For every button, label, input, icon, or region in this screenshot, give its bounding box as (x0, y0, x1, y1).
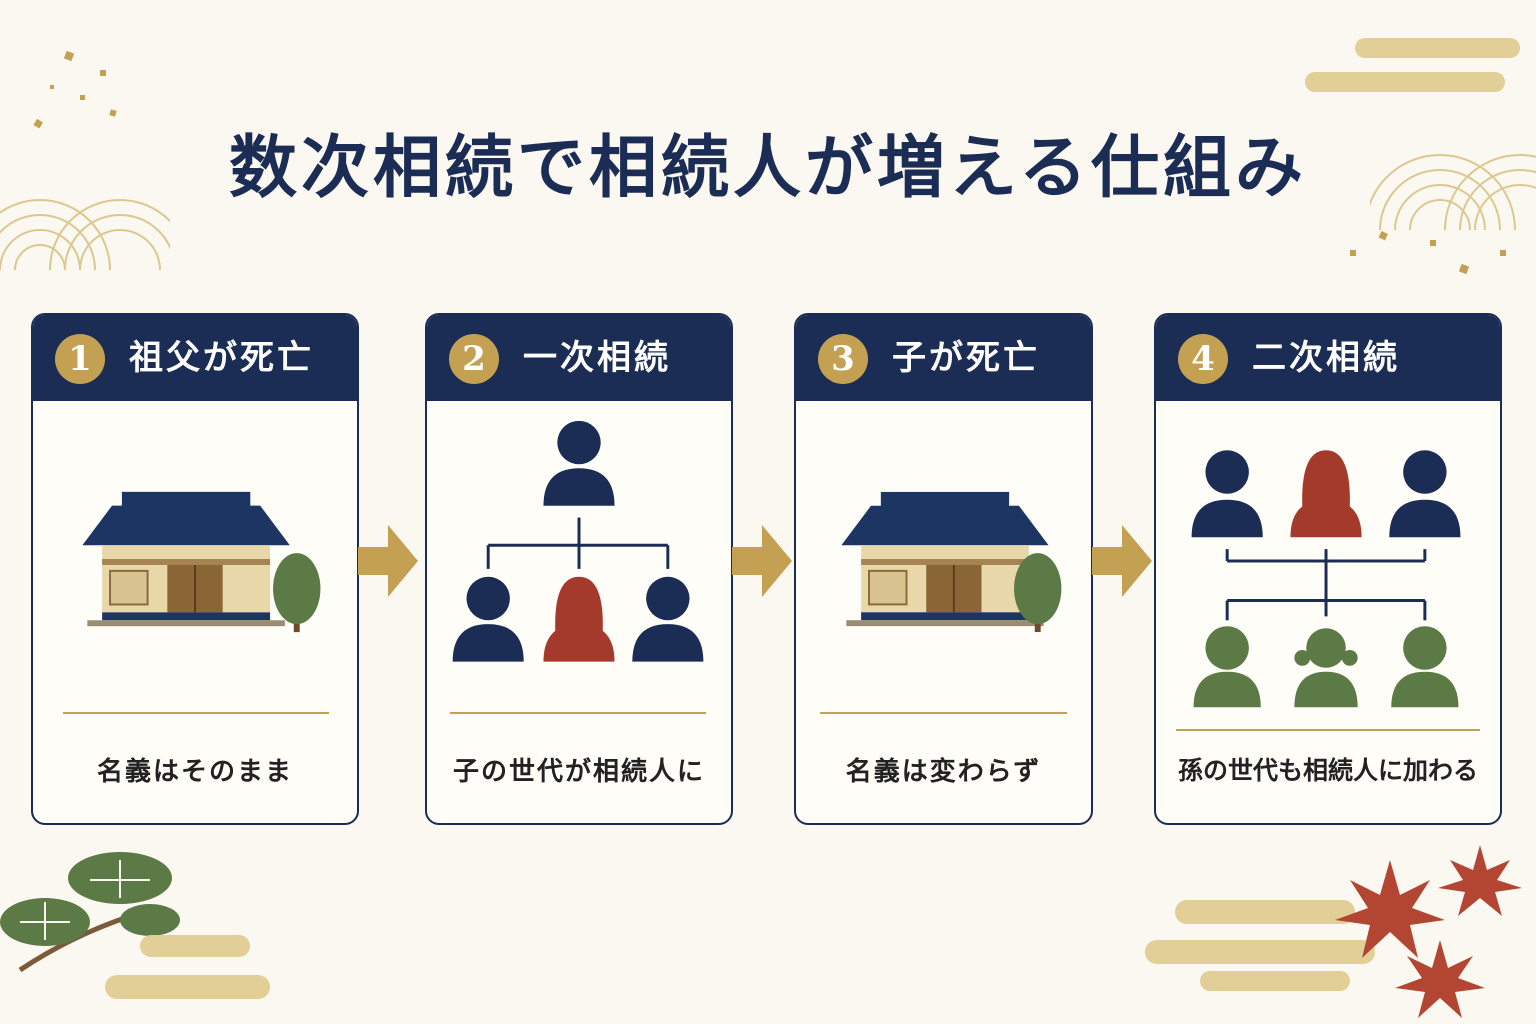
pine-tree-icon (0, 852, 180, 973)
step-caption: 孫の世代も相続人に加わる (1177, 756, 1478, 785)
arrow-right-icon (358, 525, 418, 597)
arrow-right-icon (732, 525, 792, 597)
step-number-badge: 3 (818, 334, 868, 384)
step-header: 3 子が死亡 (796, 315, 1091, 401)
page-title: 数次相続で相続人が増える仕組み (229, 128, 1307, 208)
step-caption: 子の世代が相続人に (452, 757, 705, 787)
step-header: 1 祖父が死亡 (33, 315, 357, 401)
gold-cloud-icon (1145, 900, 1375, 991)
step-label: 二次相続 (1252, 338, 1400, 378)
maple-leaves-icon (1335, 845, 1522, 1018)
step-caption: 名義はそのまま (96, 757, 293, 787)
gold-flakes-icon (1350, 231, 1506, 275)
arrow-right-icon (1092, 525, 1152, 597)
step-caption: 名義は変わらず (845, 757, 1042, 787)
step-card-2: 2 一次相続 子の世代が相続人に (425, 313, 733, 825)
house-icon (841, 491, 1062, 633)
step-number-badge: 4 (1178, 334, 1228, 384)
step-number-badge: 1 (55, 334, 105, 384)
step-card-3: 3 子が死亡 名義は変わらず (794, 313, 1093, 825)
divider (450, 712, 706, 714)
family-tree-icon (452, 420, 704, 662)
step-card-4: 4 二次相続 孫の世代も相続人に加わる (1154, 313, 1502, 825)
divider (1176, 729, 1480, 731)
divider (820, 712, 1067, 714)
gold-cloud-icon (105, 935, 270, 999)
step-header: 2 一次相続 (427, 315, 731, 401)
divider (63, 712, 329, 714)
wave-pattern-icon (1370, 154, 1536, 230)
step-label: 子が死亡 (892, 338, 1040, 378)
step-header: 4 二次相続 (1156, 315, 1500, 401)
gold-cloud-icon (1305, 38, 1520, 92)
gold-flakes-icon (33, 50, 117, 129)
step-label: 一次相続 (523, 338, 671, 378)
step-number-badge: 2 (449, 334, 499, 384)
wave-pattern-icon (0, 199, 170, 270)
family-tree-icon (1191, 450, 1461, 708)
step-card-1: 1 祖父が死亡 名義はそのまま (31, 313, 359, 825)
house-icon (82, 491, 321, 633)
step-label: 祖父が死亡 (129, 338, 314, 378)
